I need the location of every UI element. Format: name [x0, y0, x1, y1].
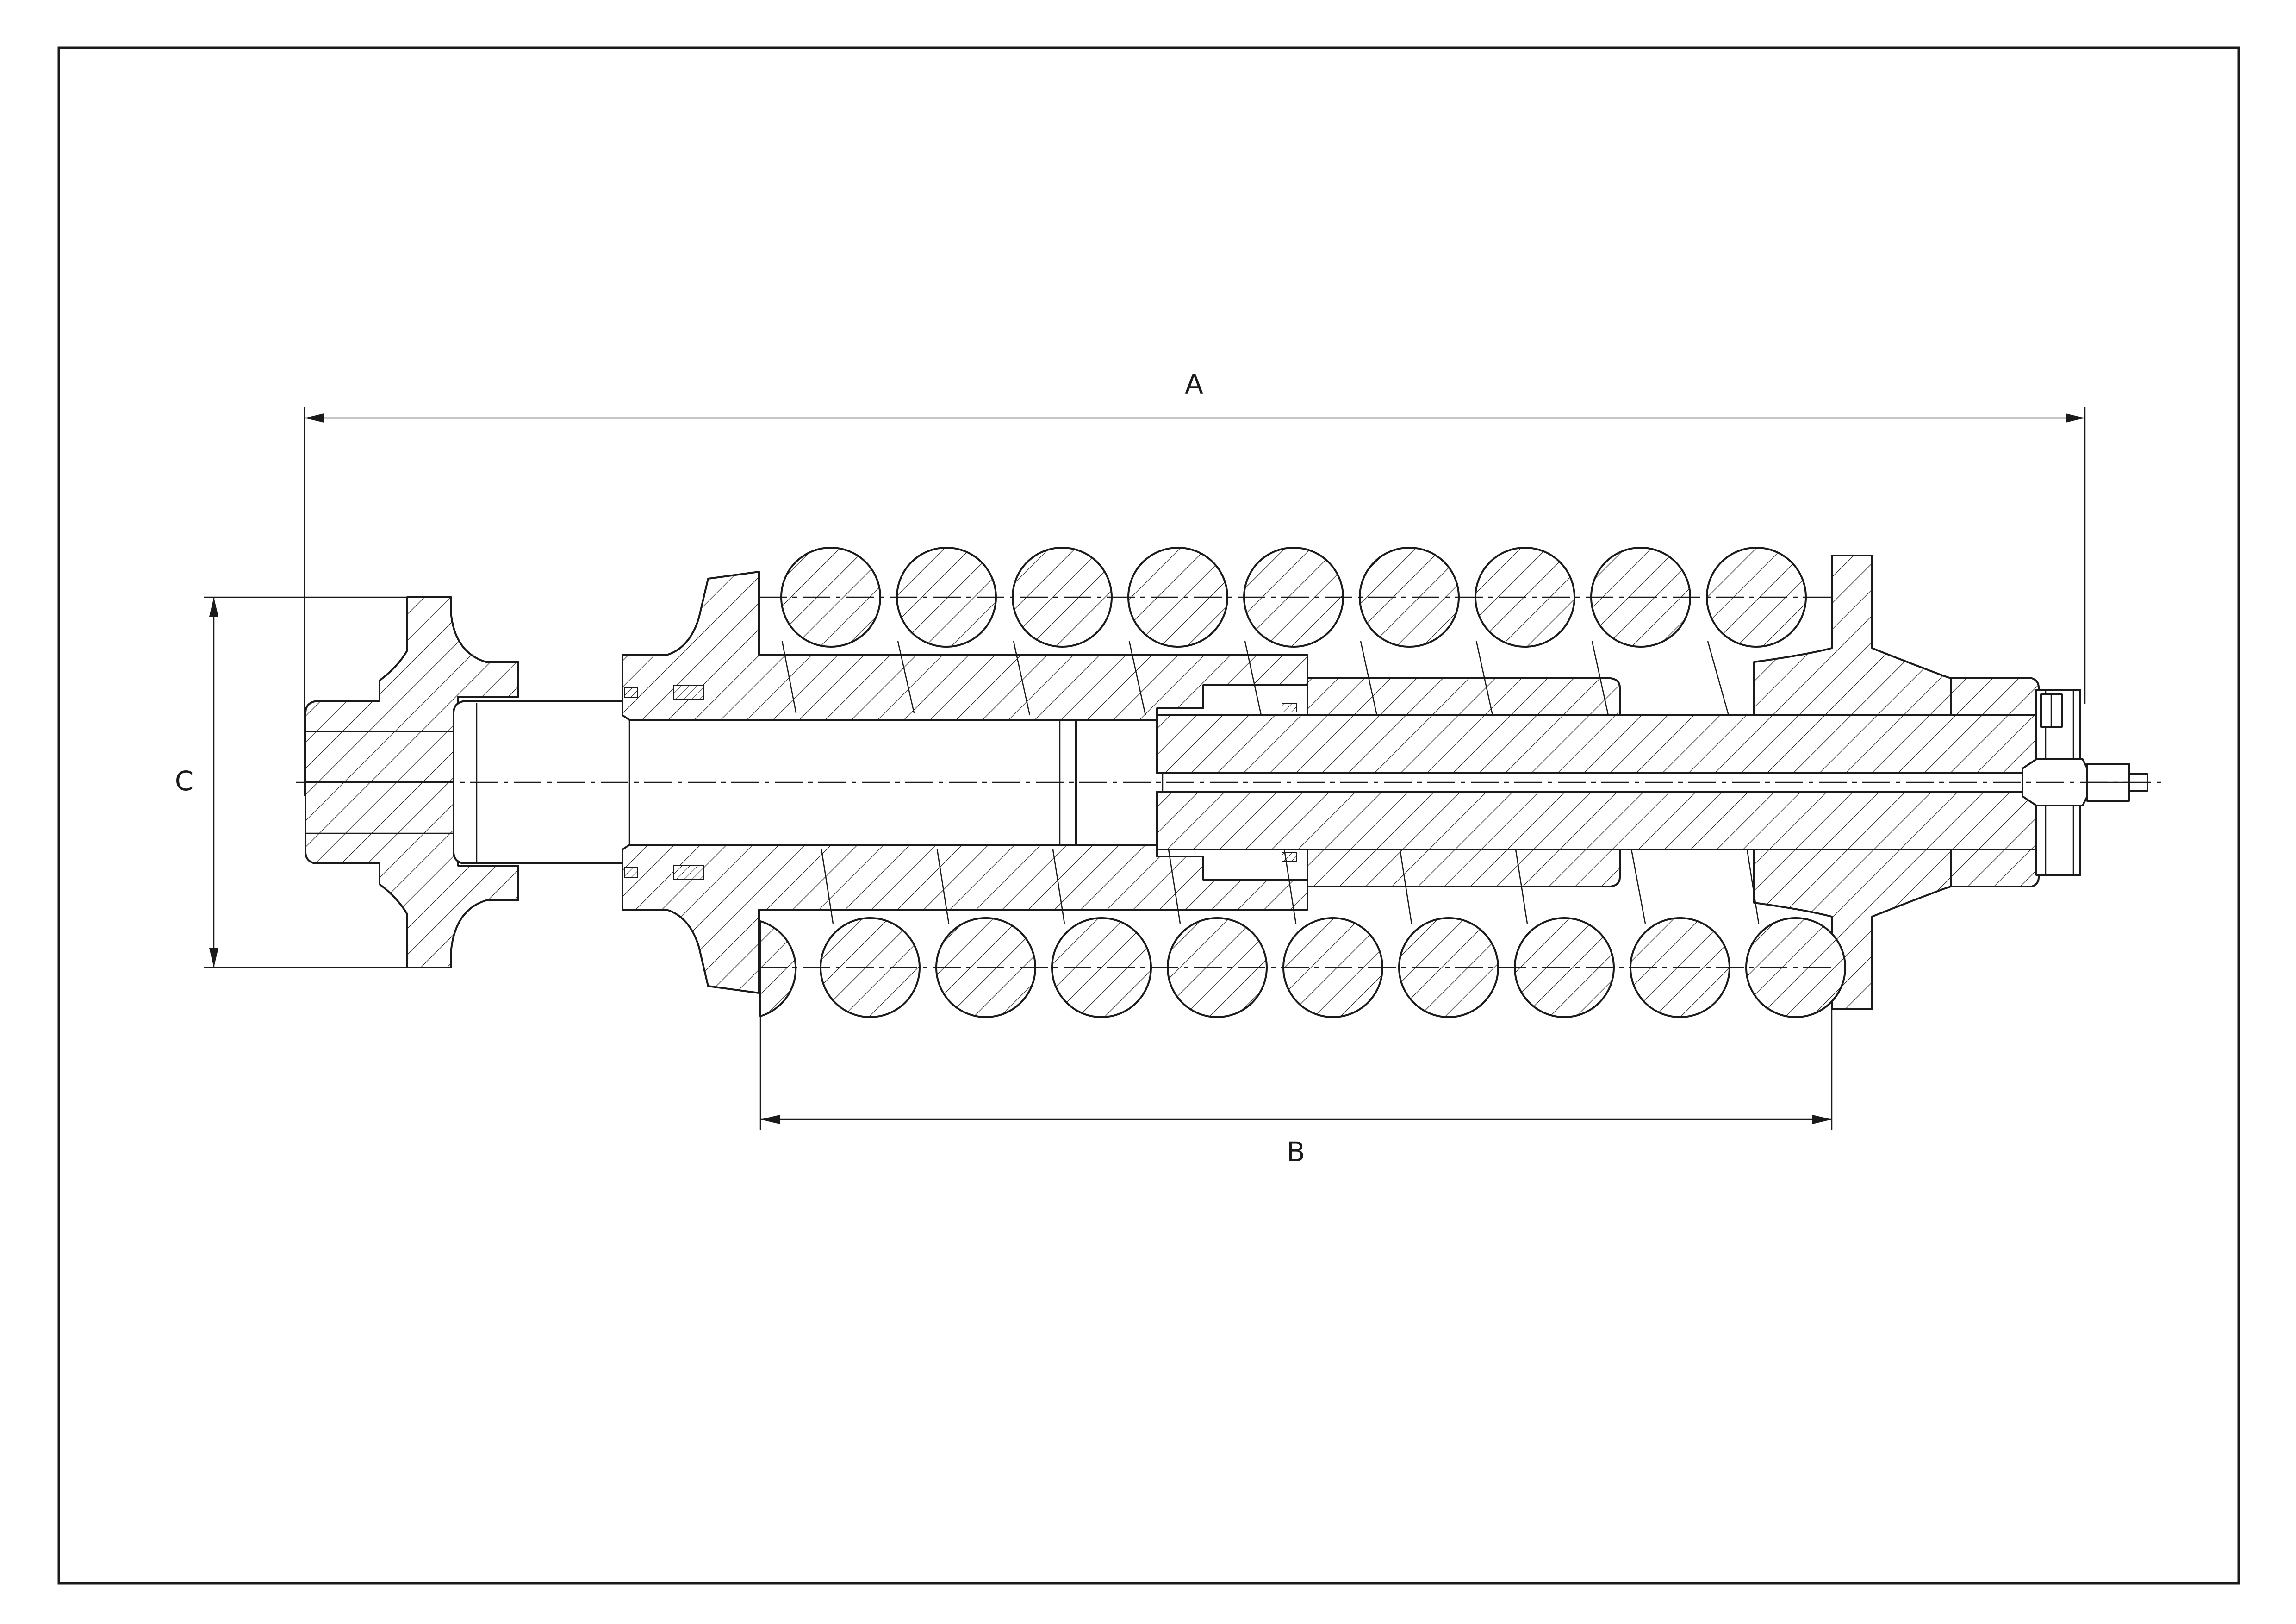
center-lines [296, 596, 2166, 968]
plunger-shaft [1156, 714, 2037, 850]
rod-seals [624, 685, 1297, 880]
dimension-b: B [759, 926, 1833, 1168]
dimension-c: C [175, 596, 440, 968]
spring-coils-bottom [759, 917, 1846, 1018]
dimension-b-label: B [1287, 1136, 1305, 1168]
left-flange [305, 596, 519, 968]
drawing-frame [57, 46, 2240, 1585]
dimension-c-label: C [175, 765, 194, 797]
dimension-a-label: A [1185, 369, 1203, 400]
guide-sleeve [1307, 677, 1621, 887]
spring-wire-lines [781, 641, 1760, 924]
cylinder-body [622, 571, 1308, 994]
right-flange [1753, 555, 1952, 1010]
